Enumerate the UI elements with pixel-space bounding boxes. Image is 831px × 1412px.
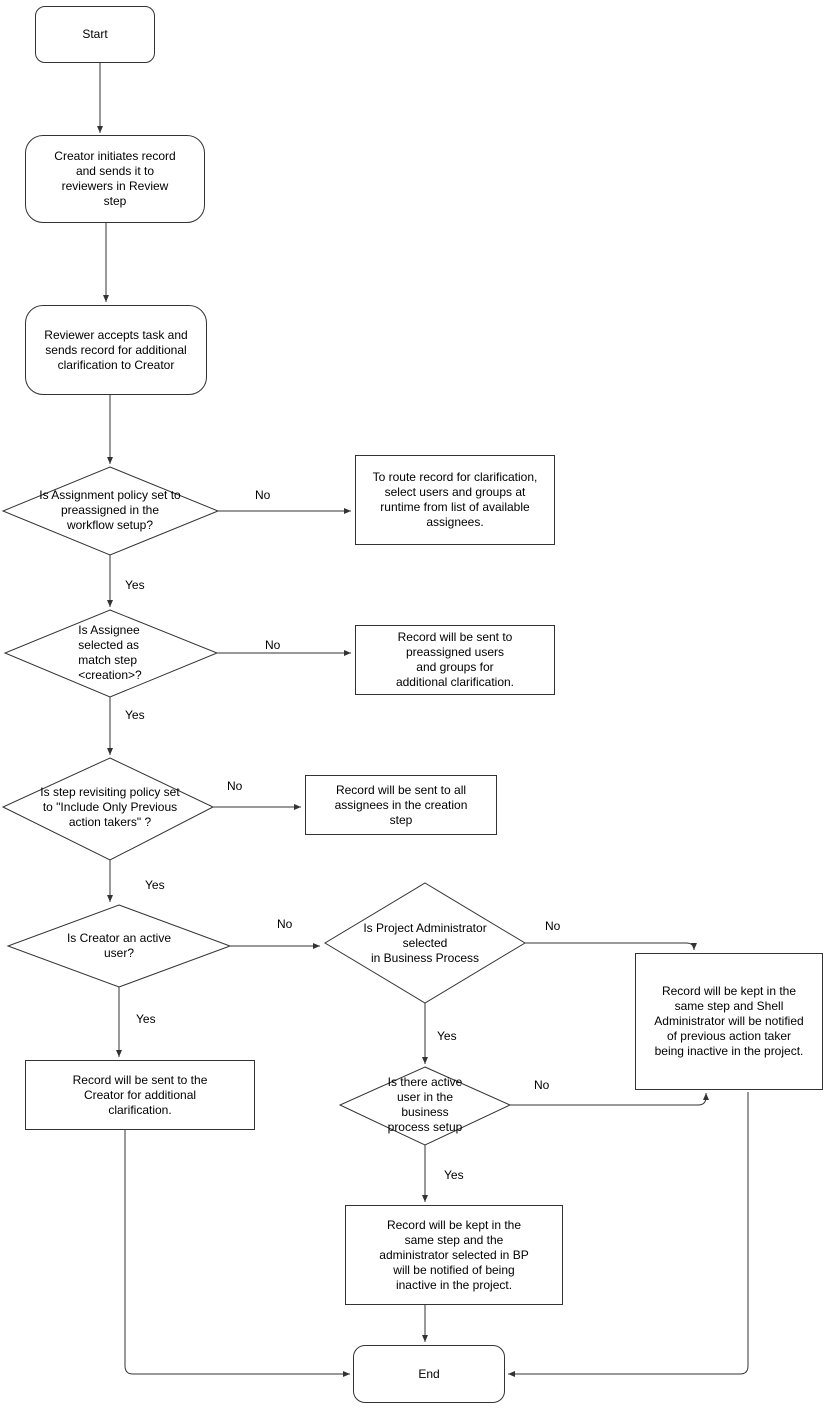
decision-project-admin-label: Is Project Administrator selected in Bus… bbox=[363, 920, 487, 965]
edge-label-revisiting-no: No bbox=[227, 779, 243, 793]
arrow-project-admin-no bbox=[525, 942, 697, 951]
decision-step-revisiting-label: Is step revisiting policy set to "Includ… bbox=[40, 784, 180, 829]
decision-assignment-policy-label: Is Assignment policy set to preassigned … bbox=[39, 487, 181, 532]
all-assignees-note: Record will be sent to all assignees in … bbox=[305, 775, 497, 835]
edge-label-active-user-no: No bbox=[534, 1078, 550, 1092]
start-node: Start bbox=[35, 6, 155, 63]
arrow-active-user-no bbox=[510, 1093, 709, 1106]
edge-label-assignment-no: No bbox=[255, 488, 271, 502]
edge-label-project-admin-no: No bbox=[545, 919, 561, 933]
decision-active-user-bp-label: Is there active user in the business pro… bbox=[387, 1075, 463, 1134]
decision-assignee-match-label: Is Assignee selected as match step <crea… bbox=[78, 623, 142, 682]
reviewer-accepts-node: Reviewer accepts task and sends record f… bbox=[25, 305, 207, 395]
edge-label-active-user-yes: Yes bbox=[444, 1168, 464, 1182]
arrow-shell-admin-to-end bbox=[508, 1092, 749, 1377]
creator-initiates-node: Creator initiates record and sends it to… bbox=[25, 135, 205, 223]
shell-admin-kept-node: Record will be kept in the same step and… bbox=[635, 953, 823, 1090]
end-node: End bbox=[353, 1345, 505, 1403]
edge-label-project-admin-yes: Yes bbox=[437, 1029, 457, 1043]
edge-label-creator-active-yes: Yes bbox=[136, 1012, 156, 1026]
edge-label-creator-active-no: No bbox=[277, 917, 293, 931]
decision-creator-active-label: Is Creator an active user? bbox=[66, 931, 172, 960]
bp-admin-kept-node: Record will be kept in the same step and… bbox=[345, 1205, 563, 1305]
route-runtime-note: To route record for clarification, selec… bbox=[355, 455, 555, 545]
edge-label-revisiting-yes: Yes bbox=[145, 878, 165, 892]
preassigned-users-note: Record will be sent to preassigned users… bbox=[355, 625, 555, 695]
edge-label-assignee-yes: Yes bbox=[125, 708, 145, 722]
edge-label-assignee-no: No bbox=[265, 638, 281, 652]
edge-label-assignment-yes: Yes bbox=[125, 578, 145, 592]
sent-to-creator-node: Record will be sent to the Creator for a… bbox=[25, 1060, 255, 1130]
arrow-sent-creator-to-end bbox=[124, 1130, 350, 1377]
